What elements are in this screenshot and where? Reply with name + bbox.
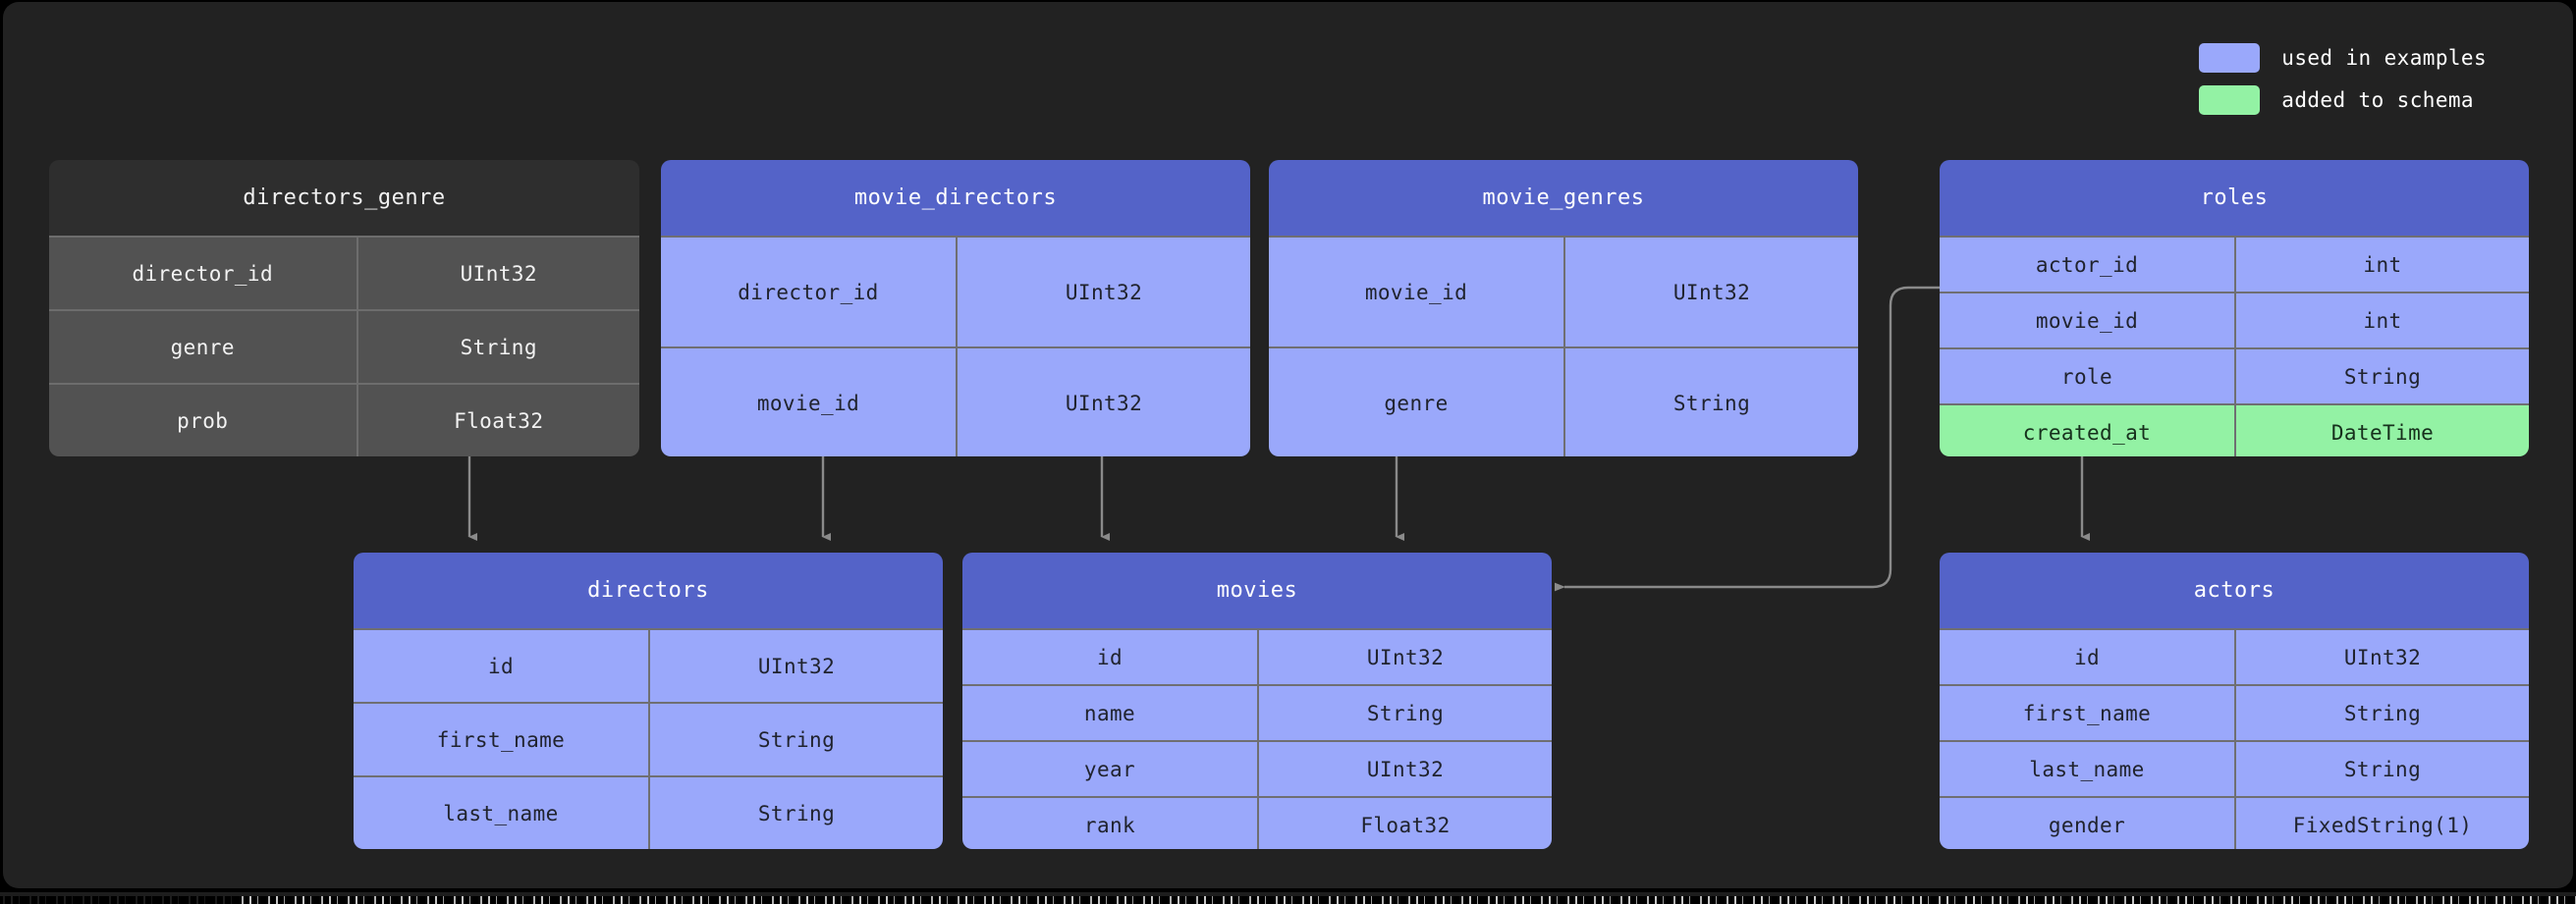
artifact-noise — [0, 896, 2576, 904]
table-row[interactable]: rank Float32 — [962, 796, 1552, 849]
column-name-cell: name — [962, 686, 1257, 740]
column-type-cell: UInt32 — [356, 238, 639, 309]
table-header-movie_directors: movie_directors — [661, 160, 1250, 236]
column-type-cell: UInt32 — [648, 630, 943, 702]
column-name-cell: rank — [962, 798, 1257, 849]
table-actors[interactable]: actors id UInt32 first_name String last_… — [1940, 553, 2529, 849]
diagram-canvas: used in examples added to schema directo… — [3, 2, 2573, 888]
column-type-cell: String — [648, 704, 943, 775]
table-row[interactable]: year UInt32 — [962, 740, 1552, 796]
table-row[interactable]: first_name String — [1940, 684, 2529, 740]
table-row[interactable]: genre String — [1269, 346, 1858, 456]
legend-label-used-in-examples: used in examples — [2281, 46, 2487, 70]
table-title: actors — [2193, 578, 2275, 603]
column-type-cell: UInt32 — [1257, 630, 1552, 684]
column-type-cell: String — [1257, 686, 1552, 740]
bottom-compression-artifact — [0, 892, 2576, 904]
column-name-cell: id — [1940, 630, 2234, 684]
column-name-cell: last_name — [1940, 742, 2234, 796]
legend-item-used-in-examples: used in examples — [2199, 43, 2487, 73]
column-name-cell: movie_id — [1269, 238, 1563, 346]
column-name-cell: actor_id — [1940, 238, 2234, 292]
table-title: roles — [2200, 186, 2269, 210]
column-name-cell: created_at — [1940, 405, 2234, 456]
table-header-actors: actors — [1940, 553, 2529, 628]
table-row[interactable]: id UInt32 — [962, 628, 1552, 684]
column-type-cell: String — [2234, 349, 2529, 403]
table-row[interactable]: gender FixedString(1) — [1940, 796, 2529, 849]
table-row[interactable]: first_name String — [354, 702, 943, 775]
column-type-cell: int — [2234, 238, 2529, 292]
column-name-cell: director_id — [661, 238, 956, 346]
column-name-cell: genre — [49, 311, 356, 383]
column-type-cell: String — [2234, 742, 2529, 796]
table-header-movies: movies — [962, 553, 1552, 628]
legend-swatch-green — [2199, 85, 2261, 115]
table-row[interactable]: prob Float32 — [49, 383, 639, 456]
column-type-cell: Float32 — [356, 385, 639, 456]
table-title: directors_genre — [243, 186, 446, 210]
table-title: directors — [587, 578, 709, 603]
table-row[interactable]: movie_id UInt32 — [1269, 236, 1858, 346]
table-directors_genre[interactable]: directors_genre director_id UInt32 genre… — [49, 160, 639, 456]
column-name-cell: last_name — [354, 777, 648, 849]
table-row[interactable]: director_id UInt32 — [49, 236, 639, 309]
table-row[interactable]: movie_id UInt32 — [661, 346, 1250, 456]
column-name-cell: role — [1940, 349, 2234, 403]
column-type-cell: UInt32 — [2234, 630, 2529, 684]
column-type-cell: int — [2234, 293, 2529, 347]
table-roles[interactable]: roles actor_id int movie_id int role Str… — [1940, 160, 2529, 456]
table-row[interactable]: actor_id int — [1940, 236, 2529, 292]
table-header-movie_genres: movie_genres — [1269, 160, 1858, 236]
table-row[interactable]: id UInt32 — [354, 628, 943, 702]
table-row[interactable]: movie_id int — [1940, 292, 2529, 347]
column-type-cell: DateTime — [2234, 405, 2529, 456]
table-row[interactable]: last_name String — [1940, 740, 2529, 796]
legend-label-added-to-schema: added to schema — [2281, 88, 2474, 112]
legend: used in examples added to schema — [2199, 43, 2487, 115]
column-type-cell: String — [1563, 348, 1858, 456]
column-type-cell: UInt32 — [1563, 238, 1858, 346]
artifact-topline — [0, 892, 2576, 896]
column-name-cell: movie_id — [661, 348, 956, 456]
artifact-noise-mask — [0, 896, 236, 904]
column-type-cell: String — [356, 311, 639, 383]
column-type-cell: FixedString(1) — [2234, 798, 2529, 849]
column-name-cell: id — [354, 630, 648, 702]
table-row[interactable]: name String — [962, 684, 1552, 740]
table-header-roles: roles — [1940, 160, 2529, 236]
table-row[interactable]: last_name String — [354, 775, 943, 849]
column-name-cell: gender — [1940, 798, 2234, 849]
table-row[interactable]: id UInt32 — [1940, 628, 2529, 684]
table-movie_genres[interactable]: movie_genres movie_id UInt32 genre Strin… — [1269, 160, 1858, 456]
column-type-cell: UInt32 — [1257, 742, 1552, 796]
column-name-cell: first_name — [354, 704, 648, 775]
table-directors[interactable]: directors id UInt32 first_name String la… — [354, 553, 943, 849]
column-type-cell: UInt32 — [956, 348, 1250, 456]
column-name-cell: movie_id — [1940, 293, 2234, 347]
table-row[interactable]: director_id UInt32 — [661, 236, 1250, 346]
legend-swatch-blue — [2199, 43, 2261, 73]
column-type-cell: Float32 — [1257, 798, 1552, 849]
column-name-cell: director_id — [49, 238, 356, 309]
column-name-cell: genre — [1269, 348, 1563, 456]
column-name-cell: year — [962, 742, 1257, 796]
table-title: movie_genres — [1482, 186, 1645, 210]
table-header-directors_genre: directors_genre — [49, 160, 639, 236]
table-movies[interactable]: movies id UInt32 name String year UInt32… — [962, 553, 1552, 849]
table-row[interactable]: role String — [1940, 347, 2529, 403]
column-name-cell: id — [962, 630, 1257, 684]
table-row-added[interactable]: created_at DateTime — [1940, 403, 2529, 456]
column-name-cell: prob — [49, 385, 356, 456]
column-type-cell: String — [648, 777, 943, 849]
legend-item-added-to-schema: added to schema — [2199, 85, 2487, 115]
column-type-cell: UInt32 — [956, 238, 1250, 346]
table-title: movies — [1216, 578, 1298, 603]
table-header-directors: directors — [354, 553, 943, 628]
table-title: movie_directors — [853, 186, 1058, 210]
column-type-cell: String — [2234, 686, 2529, 740]
column-name-cell: first_name — [1940, 686, 2234, 740]
table-movie_directors[interactable]: movie_directors director_id UInt32 movie… — [661, 160, 1250, 456]
table-row[interactable]: genre String — [49, 309, 639, 383]
